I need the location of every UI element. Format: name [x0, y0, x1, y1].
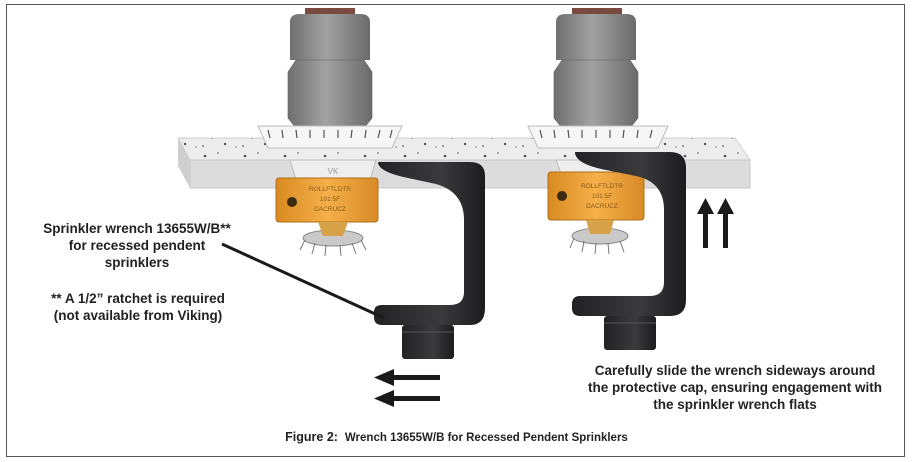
wrench-callout: Sprinkler wrench 13655W/B** for recessed… — [22, 220, 252, 271]
svg-text:101:5F: 101:5F — [592, 193, 612, 200]
cap-marking-3: DACRUCZ — [314, 206, 346, 213]
figure-caption-prefix: Figure 2: — [285, 430, 338, 444]
left-sprinkler-assembly: VK ROLLFTLDTR 101:5F DACRUCZ — [257, 8, 403, 257]
ratchet-note-line-2: (not available from Viking) — [53, 308, 223, 323]
ratchet-note-line-1: ** A 1/2” ratchet is required — [51, 291, 225, 306]
figure-caption: Figure 2: Wrench 13655W/B for Recessed P… — [0, 430, 913, 444]
arrow-up-icon — [697, 198, 734, 248]
arrow-left-icon — [374, 369, 440, 407]
slide-instruction-line-1: Carefully slide the wrench sideways arou… — [594, 363, 876, 378]
wrench-callout-line-3: sprinklers — [104, 255, 170, 270]
left-wrench — [374, 162, 485, 359]
slide-instruction-line-2: the protective cap, ensuring engagement … — [587, 380, 883, 395]
ratchet-note: ** A 1/2” ratchet is required (not avail… — [18, 290, 258, 324]
cap-marking-2: 101:5F — [320, 196, 340, 203]
figure-caption-title: Wrench 13655W/B for Recessed Pendent Spr… — [344, 432, 628, 444]
cap-marking-1: ROLLFTLDTR — [309, 186, 351, 193]
slide-instruction: Carefully slide the wrench sideways arou… — [560, 362, 910, 413]
figure-frame — [6, 4, 905, 457]
right-wrench — [572, 152, 686, 350]
wrench-callout-line-2: for recessed pendent — [68, 238, 206, 253]
right-sprinkler-assembly: ROLLFTLDTR 101:5F DACRUCZ — [527, 8, 669, 255]
svg-text:DACRUCZ: DACRUCZ — [586, 203, 618, 210]
svg-text:ROLLFTLDTR: ROLLFTLDTR — [581, 183, 623, 190]
slide-instruction-line-3: the sprinkler wrench flats — [653, 397, 817, 412]
callout-leader-line — [221, 242, 385, 320]
wrench-callout-line-1: Sprinkler wrench 13655W/B** — [43, 221, 231, 236]
escutcheon-marking: VK — [328, 167, 339, 176]
